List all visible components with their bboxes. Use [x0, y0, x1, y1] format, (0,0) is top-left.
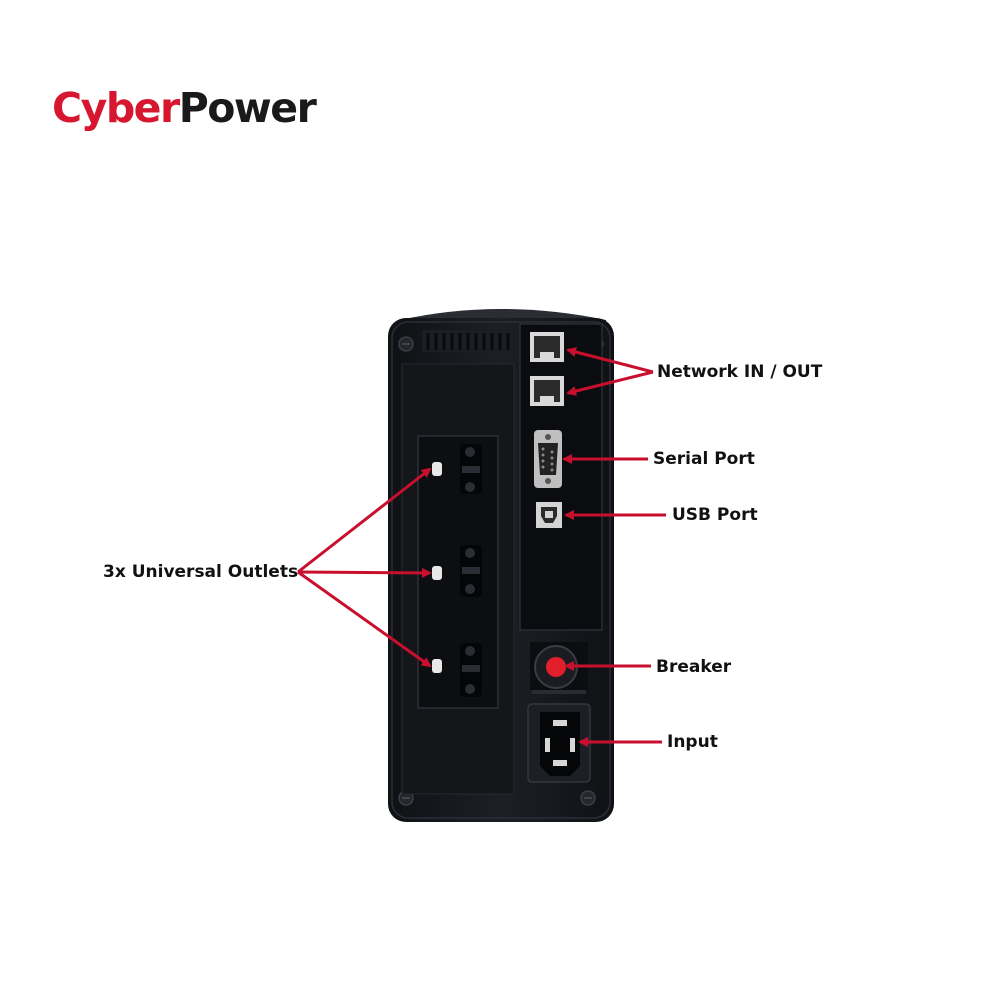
- usb-port: [536, 502, 562, 528]
- brand-logo: CyberPower: [52, 88, 317, 129]
- callout-arrows: [297, 347, 666, 747]
- logo-cyber-text: Cyber: [52, 84, 180, 132]
- network-arrows: [566, 347, 654, 396]
- network-out-port: [530, 376, 564, 406]
- universal-outlet-2: [432, 545, 482, 597]
- serial-port: [534, 430, 562, 488]
- usb-port-label: USB Port: [672, 505, 758, 525]
- universal-outlet-3: [432, 643, 482, 697]
- breaker-label: Breaker: [656, 657, 732, 677]
- logo-power-text: Power: [178, 84, 317, 132]
- input-label: Input: [667, 732, 718, 752]
- network-label: Network IN / OUT: [657, 362, 823, 382]
- port-panel: [519, 323, 603, 631]
- universal-outlet-1: [432, 444, 482, 494]
- ac-input-socket: [527, 703, 591, 783]
- screw-bottom-right-icon: [580, 790, 596, 806]
- vent-grille: [422, 330, 514, 352]
- breaker: [530, 642, 588, 694]
- outlet-panel: [401, 363, 515, 795]
- screw-top-left-icon: [398, 336, 414, 352]
- network-in-port: [530, 332, 564, 362]
- universal-outlets-label: 3x Universal Outlets: [103, 562, 299, 582]
- serial-port-label: Serial Port: [653, 449, 755, 469]
- outlet-arrows: [297, 467, 432, 668]
